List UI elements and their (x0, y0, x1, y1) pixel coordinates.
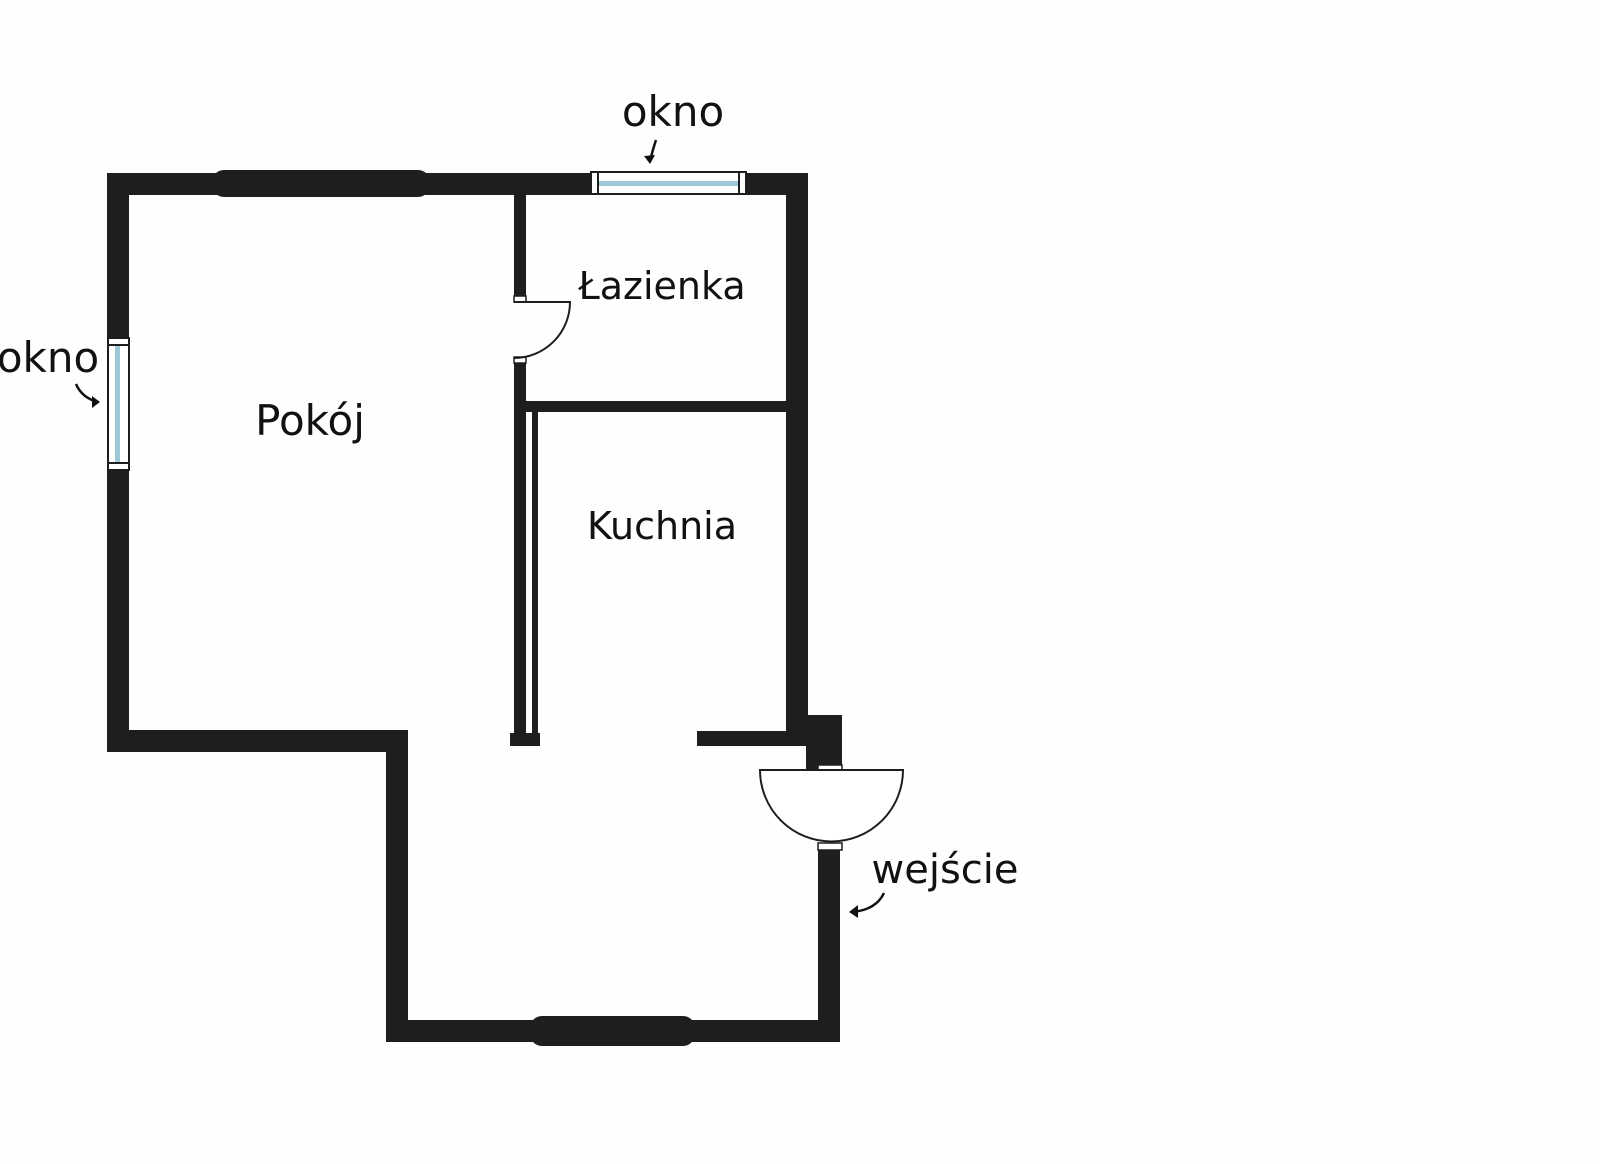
walls (107, 170, 842, 1046)
wall-kitchen-left-inner (532, 411, 538, 733)
window-top (590, 171, 747, 195)
wall-hall-left (386, 730, 408, 1042)
wall-kitchen-left-end (510, 733, 540, 746)
label-window-top: okno (622, 87, 724, 136)
wall-smudge-top (212, 170, 430, 197)
wall-right-upper (786, 173, 808, 743)
bathroom-door (513, 295, 572, 364)
room-label-bathroom: Łazienka (577, 264, 745, 308)
wall-right-lower (818, 845, 840, 1042)
wall-bottom-left (107, 730, 408, 752)
wall-bathroom-left-upper (514, 195, 526, 300)
room-label-living-room: Pokój (255, 396, 365, 445)
label-entrance: wejście (872, 847, 1019, 893)
wall-bathroom-left-lower (514, 360, 526, 411)
wall-kitchen-left-outer (514, 411, 526, 745)
wall-kitchen-bottom (697, 731, 842, 746)
room-label-kitchen: Kuchnia (587, 504, 737, 548)
arrows (74, 139, 886, 918)
entrance-door (758, 764, 905, 851)
wall-smudge-bottom (530, 1016, 695, 1046)
window-left (107, 337, 130, 471)
label-window-left: okno (0, 333, 99, 382)
wall-bathroom-kitchen (514, 401, 788, 412)
